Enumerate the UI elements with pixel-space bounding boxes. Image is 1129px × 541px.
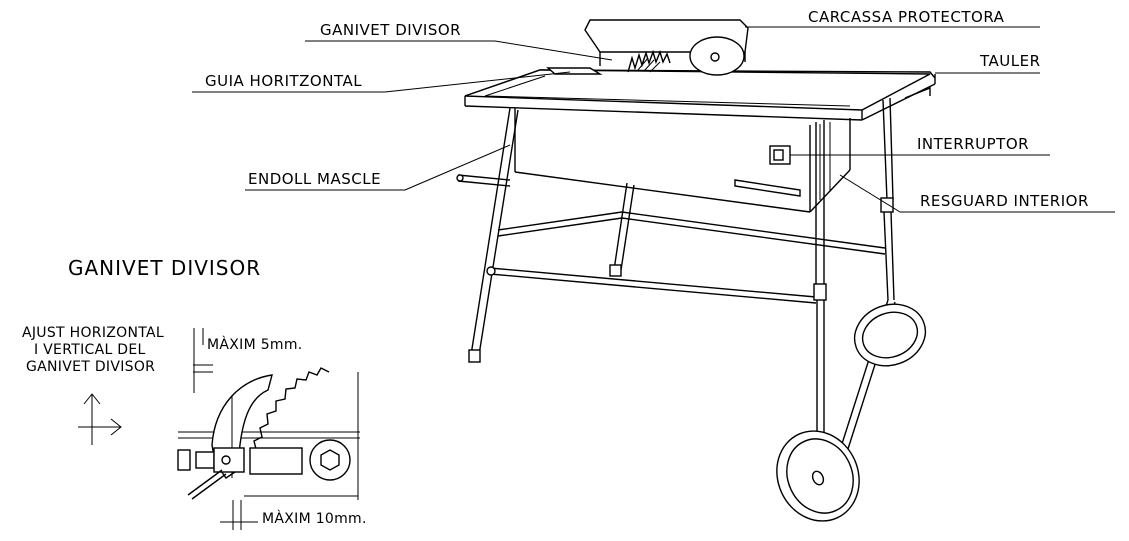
- detail-max-vertical: MÀXIM 5mm.: [207, 336, 303, 353]
- label-ganivet-divisor: GANIVET DIVISOR: [320, 21, 461, 39]
- label-guia-horitzontal: GUIA HORITZONTAL: [205, 72, 362, 90]
- detail-adjust-line2: I VERTICAL DEL: [34, 342, 146, 358]
- blade-guard-housing: [584, 19, 749, 76]
- detail-max-horizontal: MÀXIM 10mm.: [262, 510, 367, 527]
- saw-cabinet: [514, 108, 851, 213]
- callout-leaders: [192, 26, 1115, 213]
- riving-knife-detail: GANIVET DIVISOR AJUST HORIZONTAL I VERTI…: [22, 256, 367, 530]
- bench-wheels: [776, 303, 927, 522]
- detail-adjust-line3: GANIVET DIVISOR: [26, 359, 155, 375]
- label-carcassa-protectora: CARCASSA PROTECTORA: [808, 8, 1005, 26]
- bench-legs: [456, 97, 896, 455]
- label-endoll-mascle: ENDOLL MASCLE: [248, 170, 381, 188]
- switch-icon: [769, 145, 791, 165]
- label-tauler: TAULER: [979, 52, 1041, 70]
- detail-adjust-line1: AJUST HORIZONTAL: [22, 325, 164, 341]
- detail-title: GANIVET DIVISOR: [68, 256, 261, 280]
- saw-bench-drawing: [456, 19, 936, 522]
- label-interruptor: INTERRUPTOR: [917, 135, 1029, 153]
- label-resguard-interior: RESGUARD INTERIOR: [920, 192, 1089, 210]
- adjust-arrows-icon: [78, 393, 122, 445]
